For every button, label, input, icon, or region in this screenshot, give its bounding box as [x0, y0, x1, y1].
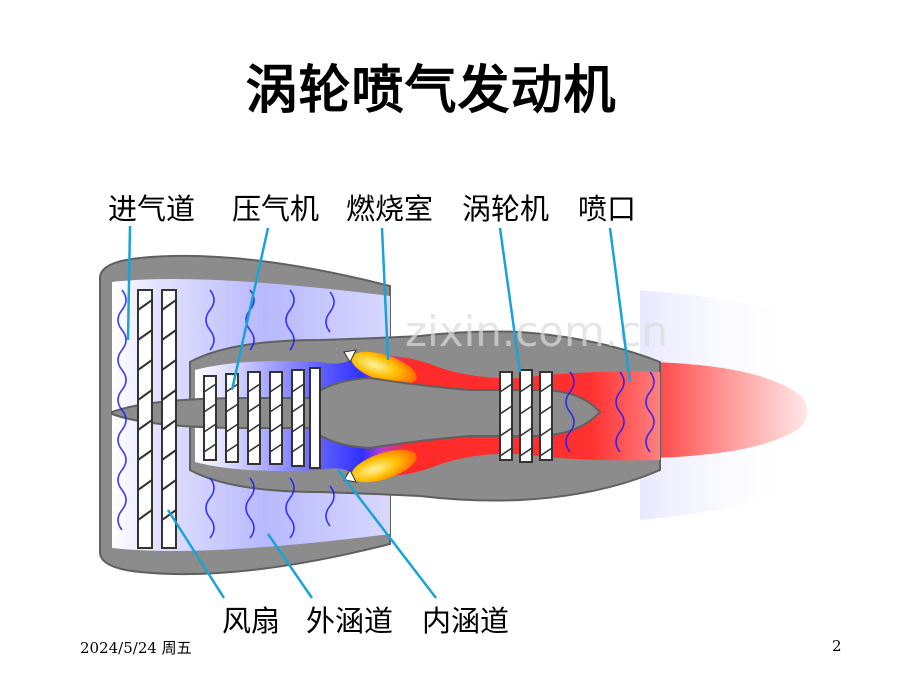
label-core: 内涵道	[422, 604, 510, 638]
compressor-hatching	[203, 383, 305, 453]
flame-holder-upper	[343, 349, 357, 364]
label-inlet: 进气道	[108, 192, 196, 226]
watermark: zixin.com.cn	[405, 307, 668, 356]
footer-date: 2024/5/24 周五	[80, 639, 192, 657]
label-bypass: 外涵道	[306, 604, 394, 638]
turbine-hatching	[499, 383, 553, 457]
label-compressor: 压气机	[232, 192, 320, 226]
compressor-stages	[203, 367, 321, 469]
turbine-stages	[499, 369, 553, 463]
fan-blade-hatching	[137, 299, 177, 521]
page-number: 2	[832, 637, 842, 655]
label-fan: 风扇	[222, 604, 281, 638]
leader-lines	[126, 225, 632, 599]
slide-title: 涡轮喷气发动机	[245, 60, 617, 121]
exhaust-plume	[650, 362, 808, 458]
flame-lower	[351, 449, 417, 483]
label-turbine: 涡轮机	[462, 192, 550, 226]
label-combustor: 燃烧室	[346, 192, 434, 226]
label-nozzle: 喷口	[578, 192, 637, 226]
flow-wave-lines	[117, 289, 655, 539]
flame-holder-lower	[343, 468, 357, 483]
flame-upper	[351, 351, 417, 385]
